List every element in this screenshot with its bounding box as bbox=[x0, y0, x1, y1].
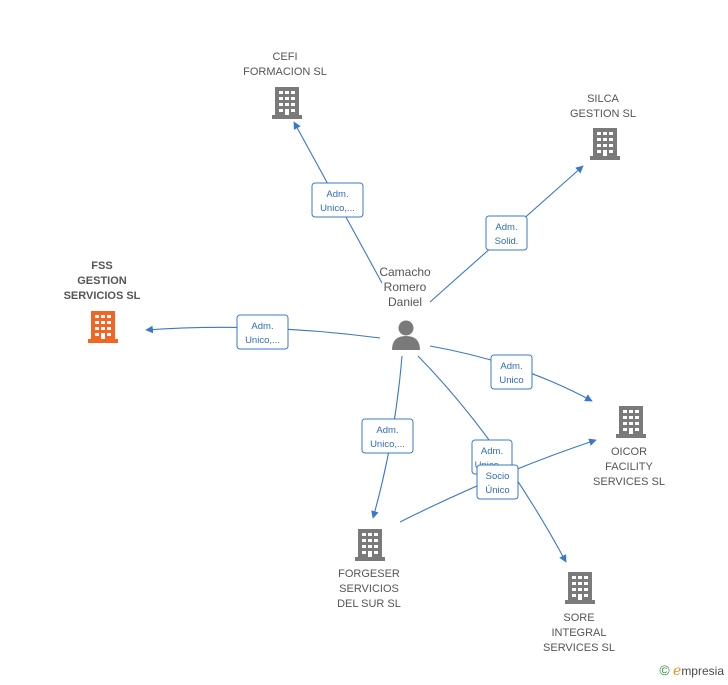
person-name-line: Daniel bbox=[388, 295, 422, 309]
company-name-line: SILCA bbox=[587, 93, 619, 105]
company-node-sore[interactable]: SORE INTEGRAL SERVICES SL bbox=[543, 572, 615, 654]
edge-label-line: Socio bbox=[486, 471, 510, 482]
company-name-line: SERVICES SL bbox=[543, 642, 615, 654]
building-icon bbox=[590, 128, 620, 160]
company-node-forgeser[interactable]: FORGESER SERVICIOS DEL SUR SL bbox=[337, 529, 401, 610]
brand-initial: e bbox=[673, 663, 682, 679]
edge-label-line: Adm. bbox=[481, 446, 503, 457]
company-name-line: SERVICIOS bbox=[339, 583, 399, 595]
company-name-line: DEL SUR SL bbox=[337, 598, 401, 610]
edge-label-line: Unico,... bbox=[370, 439, 405, 450]
brand-name: mpresia bbox=[681, 664, 724, 678]
edge-label-line: Solid. bbox=[495, 236, 519, 247]
copyright-icon: © bbox=[659, 662, 670, 678]
edge-label-forgeser[interactable]: Adm. Unico,... bbox=[361, 418, 414, 454]
building-icon bbox=[355, 529, 385, 561]
company-name-line: FACILITY bbox=[605, 461, 653, 473]
company-name-line: FSS bbox=[91, 260, 112, 272]
edge-label-oicor[interactable]: Adm. Unico bbox=[490, 354, 533, 390]
company-name-line: OICOR bbox=[611, 446, 647, 458]
company-node-fss[interactable]: FSS GESTION SERVICIOS SL bbox=[64, 260, 141, 343]
edges bbox=[145, 121, 597, 563]
building-icon bbox=[616, 406, 646, 438]
building-icon bbox=[88, 311, 118, 343]
company-node-oicor[interactable]: OICOR FACILITY SERVICES SL bbox=[593, 406, 665, 488]
person-name-line: Camacho bbox=[379, 265, 431, 279]
brand-logo: © empresia bbox=[659, 662, 724, 679]
person-node[interactable]: Camacho Romero Daniel bbox=[379, 265, 431, 350]
edge-label-line: Unico,... bbox=[245, 335, 280, 346]
company-name-line: GESTION bbox=[77, 275, 127, 287]
building-icon bbox=[272, 87, 302, 119]
edge-label-line: Unico bbox=[499, 375, 523, 386]
company-name-line: GESTION SL bbox=[570, 108, 636, 120]
edge-label-silca[interactable]: Adm. Solid. bbox=[485, 215, 528, 251]
company-name-line: SERVICES SL bbox=[593, 476, 665, 488]
edge-label-line: Adm. bbox=[251, 321, 273, 332]
building-icon bbox=[565, 572, 595, 604]
edge-label-line: Adm. bbox=[326, 189, 348, 200]
edge-label-line: Unico,... bbox=[320, 203, 355, 214]
company-name-line: INTEGRAL bbox=[551, 627, 606, 639]
person-name-line: Romero bbox=[384, 280, 427, 294]
edge-label-fss[interactable]: Adm. Unico,... bbox=[236, 314, 289, 350]
edge-label-line: Adm. bbox=[495, 222, 517, 233]
person-icon bbox=[392, 320, 420, 350]
edge-label-cefi[interactable]: Adm. Unico,... bbox=[311, 182, 364, 218]
edge-label-forgeser-oicor[interactable]: Socio Único bbox=[476, 464, 519, 500]
company-name-line: SERVICIOS SL bbox=[64, 290, 141, 302]
company-name-line: FORGESER bbox=[338, 568, 400, 580]
company-node-cefi[interactable]: CEFI FORMACION SL bbox=[243, 51, 327, 119]
company-node-silca[interactable]: SILCA GESTION SL bbox=[570, 93, 636, 160]
company-name-line: SORE bbox=[563, 612, 594, 624]
edge-label-line: Adm. bbox=[500, 361, 522, 372]
company-name-line: CEFI bbox=[272, 51, 297, 63]
company-name-line: FORMACION SL bbox=[243, 66, 327, 78]
edge-label-line: Único bbox=[485, 485, 509, 496]
edge-label-line: Adm. bbox=[376, 425, 398, 436]
edge-labels: Adm. Unico,... Adm. Solid. Adm. Unico,..… bbox=[236, 182, 533, 500]
